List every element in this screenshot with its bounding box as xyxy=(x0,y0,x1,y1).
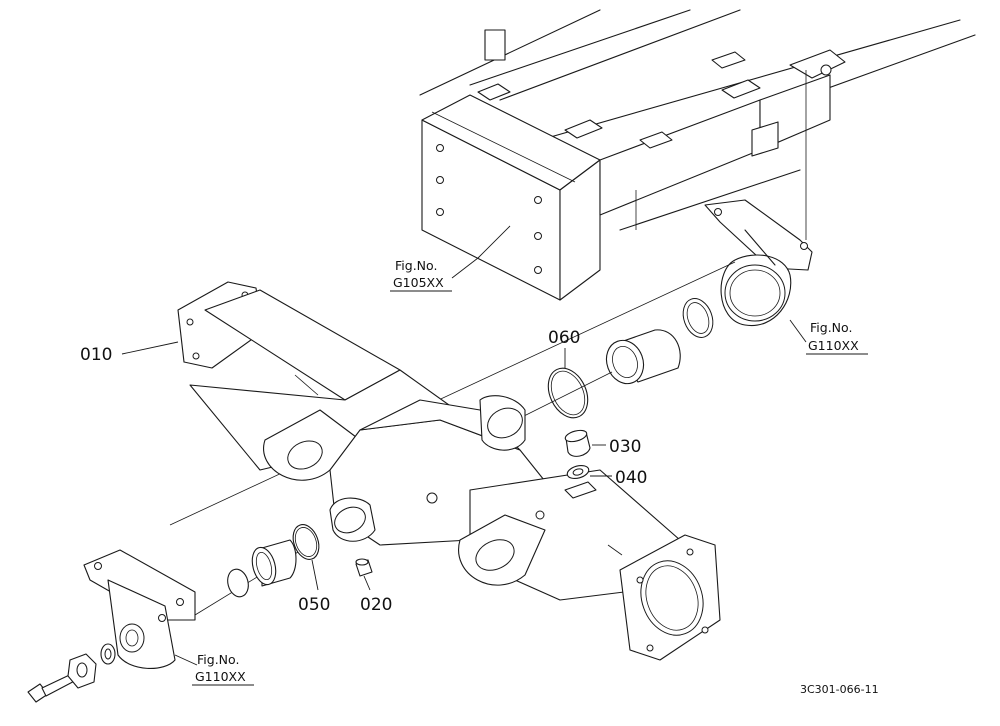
thrust-washer-right xyxy=(682,298,714,338)
label-050: 050 xyxy=(298,595,330,615)
figure-references: Fig.No. G105XX Fig.No. G110XX Fig.No. G1… xyxy=(192,258,868,686)
rear-support-bracket xyxy=(704,199,813,327)
o-ring-060 xyxy=(547,367,589,419)
nut xyxy=(67,653,97,689)
fig-ref-caption-1: Fig.No. xyxy=(395,258,437,273)
lock-washer xyxy=(100,643,116,665)
washer-left xyxy=(227,568,249,598)
washer-040 xyxy=(566,464,590,480)
fig-ref-number-2: G110XX xyxy=(808,338,859,353)
label-060: 060 xyxy=(548,328,580,348)
label-040: 040 xyxy=(615,468,647,488)
plug-030 xyxy=(564,429,591,457)
fig-ref-caption-2: Fig.No. xyxy=(810,320,852,335)
front-support-bracket xyxy=(83,549,196,669)
fig-ref-number-3: G110XX xyxy=(195,669,246,684)
drawing-code: 3C301-066-11 xyxy=(800,683,879,696)
o-ring-050 xyxy=(292,524,320,560)
front-axle-housing xyxy=(177,281,721,661)
label-020: 020 xyxy=(360,595,392,615)
fig-ref-number-1: G105XX xyxy=(393,275,444,290)
fig-ref-caption-3: Fig.No. xyxy=(197,652,239,667)
label-010: 010 xyxy=(80,345,112,365)
bushing-right xyxy=(605,329,681,385)
tractor-frame xyxy=(419,9,976,301)
label-030: 030 xyxy=(609,437,641,457)
leader-lines xyxy=(121,225,807,666)
bushing-left xyxy=(251,539,297,587)
grease-fitting-020 xyxy=(355,558,373,577)
part-labels: 010 020 030 040 050 060 xyxy=(80,328,647,615)
